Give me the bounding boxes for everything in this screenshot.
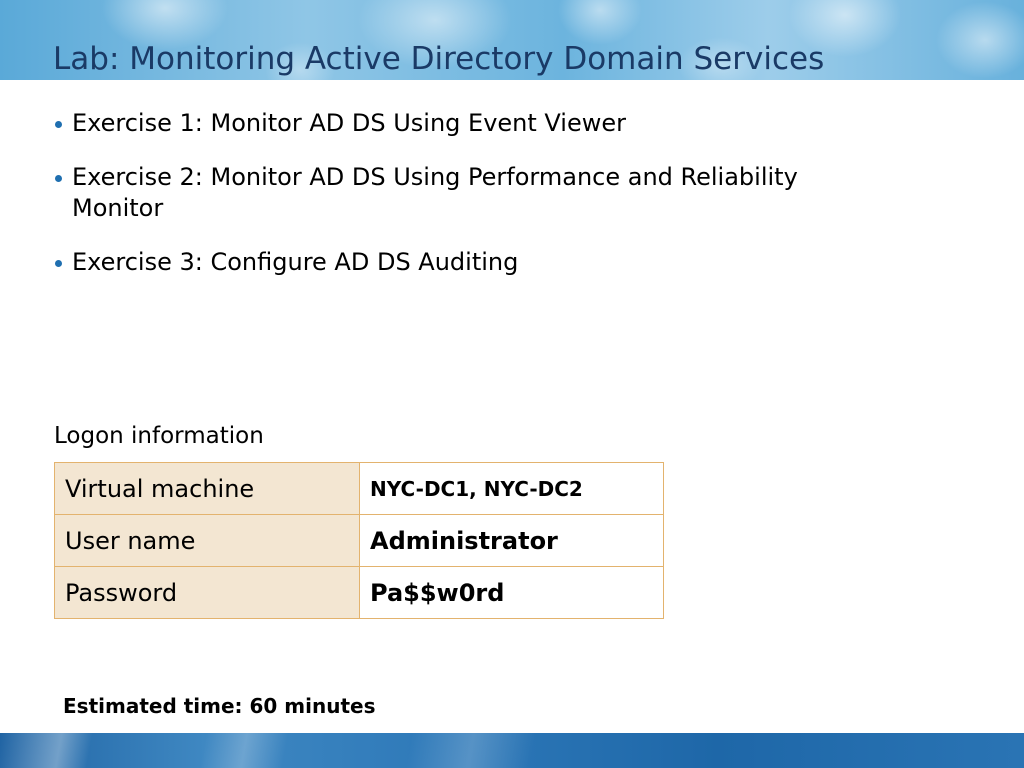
user-name-label: User name <box>54 514 360 567</box>
estimated-time: Estimated time: 60 minutes <box>63 694 376 718</box>
bullet-icon <box>55 121 62 128</box>
slide-title: Lab: Monitoring Active Directory Domain … <box>53 41 825 77</box>
exercise-item-text: Exercise 1: Monitor AD DS Using Event Vi… <box>72 109 626 137</box>
bullet-icon <box>55 260 62 267</box>
exercise-item-text: Exercise 3: Configure AD DS Auditing <box>72 248 519 276</box>
exercise-item-text: Exercise 2: Monitor AD DS Using Performa… <box>72 163 798 222</box>
bullet-icon <box>55 175 62 182</box>
user-name-value: Administrator <box>359 514 664 567</box>
header-banner-image <box>0 0 1024 80</box>
virtual-machine-value: NYC-DC1, NYC-DC2 <box>359 462 664 515</box>
exercise-item-3: Exercise 3: Configure AD DS Auditing <box>53 247 813 278</box>
logon-info-table: Virtual machine NYC-DC1, NYC-DC2 User na… <box>54 462 664 619</box>
password-label: Password <box>54 566 360 619</box>
exercise-list: Exercise 1: Monitor AD DS Using Event Vi… <box>53 108 813 301</box>
table-row: Password Pa$$w0rd <box>54 566 664 619</box>
table-row: Virtual machine NYC-DC1, NYC-DC2 <box>54 462 664 515</box>
footer-banner-image <box>0 733 1024 768</box>
password-value: Pa$$w0rd <box>359 566 664 619</box>
table-row: User name Administrator <box>54 514 664 567</box>
exercise-item-1: Exercise 1: Monitor AD DS Using Event Vi… <box>53 108 813 139</box>
logon-info-caption: Logon information <box>54 423 264 449</box>
exercise-item-2: Exercise 2: Monitor AD DS Using Performa… <box>53 162 813 224</box>
virtual-machine-label: Virtual machine <box>54 462 360 515</box>
